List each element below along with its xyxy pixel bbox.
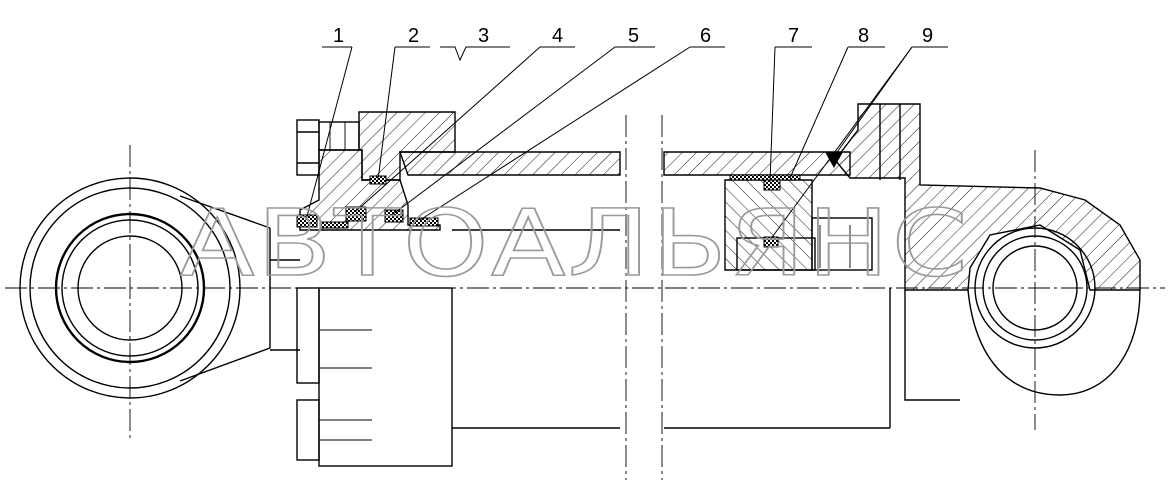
left-rod-eye <box>19 177 300 399</box>
callout-1: 1 <box>333 25 344 47</box>
piston <box>724 179 873 271</box>
callout-6: 6 <box>700 25 711 47</box>
callout-leaders <box>305 46 948 241</box>
cylinder-tube <box>399 151 891 429</box>
callout-2: 2 <box>408 25 419 47</box>
end-cap <box>825 103 1141 401</box>
callout-3: 3 <box>478 25 489 47</box>
callout-labels: 1 2 3 4 5 6 7 8 9 <box>333 25 933 47</box>
callout-4: 4 <box>552 25 563 47</box>
callout-5: 5 <box>628 25 639 47</box>
callout-7: 7 <box>788 25 799 47</box>
callout-8: 8 <box>858 25 869 47</box>
watermark-text: АВТОАЛЬЯНС <box>180 190 970 297</box>
callout-9: 9 <box>922 25 933 47</box>
gland-head <box>296 111 456 467</box>
